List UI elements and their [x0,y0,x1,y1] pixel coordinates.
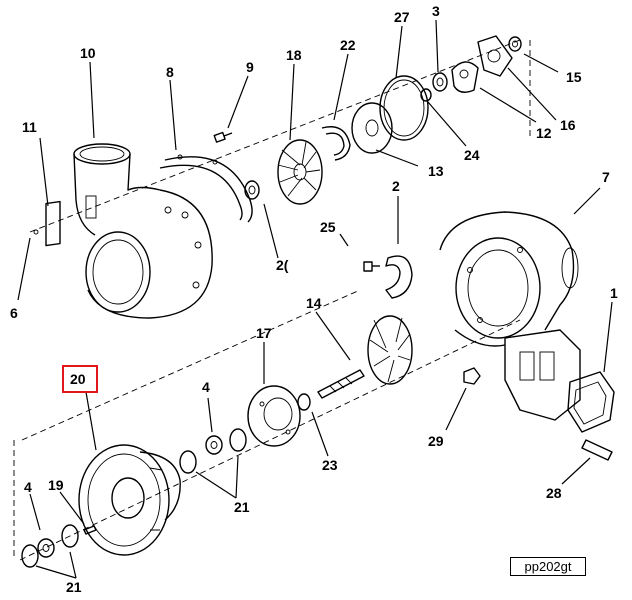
callout-3: 3 [432,3,440,19]
callout-10: 10 [80,45,96,61]
thrust-plate [477,35,513,77]
heat-shield [247,385,301,447]
callout-15: 15 [566,69,582,85]
callout-21-upper: 21 [234,499,250,515]
callout-13: 13 [428,163,444,179]
impeller-nut [244,180,260,200]
bolt [213,131,233,143]
callout-4-lower: 4 [24,479,32,495]
o-ring [420,88,432,102]
turbine-shaft-wheel [317,315,413,399]
callout-20-highlight [62,365,98,393]
piston-ring [297,393,311,411]
v-band-ring [159,154,253,223]
hex-nut [463,367,481,385]
callout-27: 27 [394,9,410,25]
compressor-housing [73,143,213,319]
callout-19: 19 [48,477,64,493]
callout-26: 2( [276,257,289,273]
thrust-collar [432,72,448,92]
stud [581,439,613,461]
callout-12: 12 [536,125,552,141]
callout-25: 25 [320,219,336,235]
nameplate [33,200,61,247]
callout-16: 16 [560,117,576,133]
journal-bearing-upper [179,428,247,474]
turbine-housing [439,211,581,421]
callout-11: 11 [22,119,37,135]
compressor-wheel [277,139,323,205]
callout-4-upper: 4 [202,379,210,395]
seal-plate [351,102,393,154]
callout-14: 14 [306,295,322,311]
diffuser-plate [379,75,429,141]
callout-22: 22 [340,37,356,53]
assembly-centerlines [13,39,531,561]
leader-lines [17,19,613,579]
callout-18: 18 [286,47,302,63]
callout-23: 23 [322,457,338,473]
callout-21-lower: 21 [66,579,82,595]
callout-8: 8 [166,64,174,80]
callout-20: 20 [70,371,86,387]
callout-2: 2 [392,178,400,194]
clamp-bolt [363,261,380,272]
lock-nut [508,36,522,52]
callout-labels: 10 8 9 18 22 27 3 15 11 12 16 24 13 2( 2… [10,3,618,595]
reference-code: pp202gt [524,559,572,574]
exhaust-gasket [567,371,615,433]
journal-bearing-lower [21,524,97,568]
reference-code-box: pp202gt [510,557,586,576]
callout-1: 1 [610,285,618,301]
callout-29: 29 [428,433,444,449]
retaining-ring-22 [321,126,351,161]
clamp-plate [385,255,413,299]
callout-6: 6 [10,305,18,321]
callout-7: 7 [602,169,610,185]
callout-17: 17 [256,325,272,341]
callout-9: 9 [246,59,254,75]
callout-24: 24 [464,147,480,163]
callout-28: 28 [546,485,562,501]
thrust-bearing [451,61,479,93]
center-bearing-housing [78,444,181,556]
